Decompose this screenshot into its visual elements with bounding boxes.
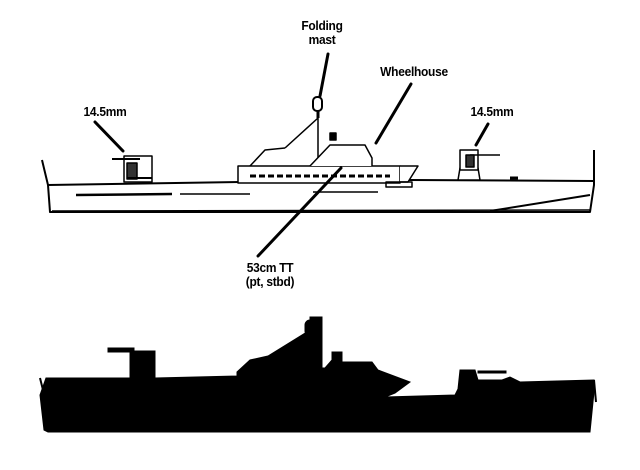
callout-leaders bbox=[93, 52, 490, 258]
silhouette-bow-post bbox=[593, 379, 597, 403]
callout-folding-mast-line2: mast bbox=[308, 32, 336, 47]
profile-bow-wedge bbox=[489, 194, 591, 212]
silhouette-mast-stay bbox=[266, 340, 314, 384]
callout-wheelhouse: Wheelhouse bbox=[370, 65, 458, 79]
profile-strake bbox=[75, 192, 173, 197]
callout-torpedo-tubes: 53cm TT (pt, stbd) bbox=[229, 261, 312, 289]
leader-folding-mast bbox=[318, 52, 330, 98]
callout-wheelhouse-text: Wheelhouse bbox=[380, 64, 448, 79]
silhouette-gun-barrel-fwd bbox=[477, 370, 507, 374]
callout-gun-aft: 14.5mm bbox=[73, 105, 137, 119]
silhouette-gun-barrel-aft bbox=[107, 347, 135, 353]
callout-torpedo-tubes-line1: 53cm TT bbox=[246, 260, 294, 275]
silhouette-mast bbox=[308, 329, 314, 381]
callout-gun-aft-text: 14.5mm bbox=[83, 104, 127, 119]
leader-torpedo-tubes bbox=[256, 166, 343, 258]
callout-torpedo-tubes-line2: (pt, stbd) bbox=[245, 274, 295, 289]
profile-gun-aft bbox=[112, 155, 153, 183]
profile-waterline bbox=[51, 209, 591, 212]
profile-gun-fwd bbox=[457, 149, 518, 181]
leader-gun-aft bbox=[93, 120, 125, 153]
callout-folding-mast: Folding mast bbox=[295, 19, 348, 47]
silhouette-stern-post bbox=[39, 377, 47, 403]
profile-superstructure bbox=[237, 96, 419, 188]
leader-gun-fwd bbox=[474, 122, 490, 147]
silhouette-view bbox=[39, 316, 597, 433]
callout-folding-mast-line1: Folding bbox=[301, 18, 343, 33]
callout-gun-fwd: 14.5mm bbox=[460, 105, 524, 119]
silhouette-hull-body bbox=[39, 316, 595, 433]
callout-gun-fwd-text: 14.5mm bbox=[470, 104, 514, 119]
profile-view bbox=[41, 96, 595, 213]
leader-wheelhouse bbox=[374, 82, 413, 145]
